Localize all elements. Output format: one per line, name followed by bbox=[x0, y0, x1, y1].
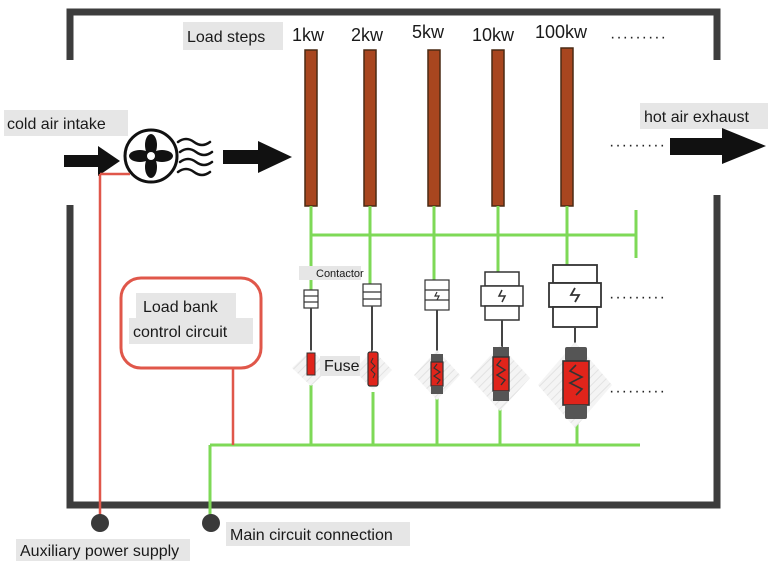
exhaust-arrow-icon bbox=[670, 128, 766, 164]
contactor-10kw bbox=[480, 271, 524, 321]
fuse-10kw bbox=[492, 347, 510, 401]
step-labels: 1kw 2kw 5kw 10kw 100kw ········· bbox=[292, 22, 667, 46]
control-box-line1: Load bank bbox=[143, 299, 219, 316]
step-label-1kw: 1kw bbox=[292, 25, 325, 45]
contactor-label: Contactor bbox=[316, 268, 364, 280]
resistor-100kw bbox=[560, 47, 574, 207]
fuse-more-dots: ········· bbox=[609, 383, 666, 400]
step-label-2kw: 2kw bbox=[351, 25, 384, 45]
fuse-5kw bbox=[430, 354, 444, 394]
resistor-5kw bbox=[427, 49, 441, 207]
main-circuit-label: Main circuit connection bbox=[230, 527, 393, 544]
auxiliary-terminal-dot bbox=[91, 514, 109, 532]
control-box-line2: control circuit bbox=[133, 324, 228, 341]
resistor-bars bbox=[304, 47, 574, 207]
enclosure-frame bbox=[66, 8, 721, 509]
main-circuit-lines bbox=[208, 206, 640, 520]
fuses: Fuse ········· bbox=[306, 347, 666, 419]
intake-arrow-icon bbox=[64, 146, 120, 176]
fan-icon bbox=[123, 128, 214, 184]
fuse-100kw bbox=[562, 347, 590, 419]
fuse-1kw bbox=[306, 352, 316, 376]
hot-air-exhaust-label: hot air exhaust bbox=[644, 109, 750, 126]
control-lines bbox=[98, 172, 235, 520]
step-label-10kw: 10kw bbox=[472, 25, 515, 45]
contactors: Contactor ········· bbox=[299, 264, 666, 328]
resistor-10kw bbox=[491, 49, 505, 207]
contactor-1kw bbox=[303, 289, 319, 309]
contactor-2kw bbox=[362, 283, 382, 307]
fuse-label: Fuse bbox=[324, 358, 360, 375]
cold-air-intake-label: cold air intake bbox=[7, 116, 106, 133]
more-steps-dots: ········· bbox=[610, 29, 667, 46]
air-wave-icon bbox=[176, 137, 214, 177]
resistor-2kw bbox=[363, 49, 377, 207]
exhaust-dots: ········· bbox=[609, 137, 666, 154]
contactor-more-dots: ········· bbox=[609, 289, 666, 306]
load-steps-header: Load steps bbox=[183, 22, 283, 50]
resistor-1kw bbox=[304, 49, 318, 207]
main-terminal-dot bbox=[202, 514, 220, 532]
control-circuit-box: Load bank control circuit bbox=[119, 276, 263, 370]
contactor-fuse-wires bbox=[310, 306, 576, 352]
contactor-100kw bbox=[548, 264, 602, 328]
fuse-2kw bbox=[367, 351, 379, 387]
flow-arrow-icon bbox=[223, 141, 292, 173]
airflow: cold air intake hot air exhaust ········… bbox=[4, 103, 768, 184]
auxiliary-power-label: Auxiliary power supply bbox=[20, 543, 179, 560]
contactor-5kw bbox=[424, 279, 450, 311]
step-label-100kw: 100kw bbox=[535, 22, 588, 42]
step-label-5kw: 5kw bbox=[412, 22, 445, 42]
load-steps-label: Load steps bbox=[187, 29, 265, 46]
terminals: Auxiliary power supply Main circuit conn… bbox=[16, 514, 410, 561]
